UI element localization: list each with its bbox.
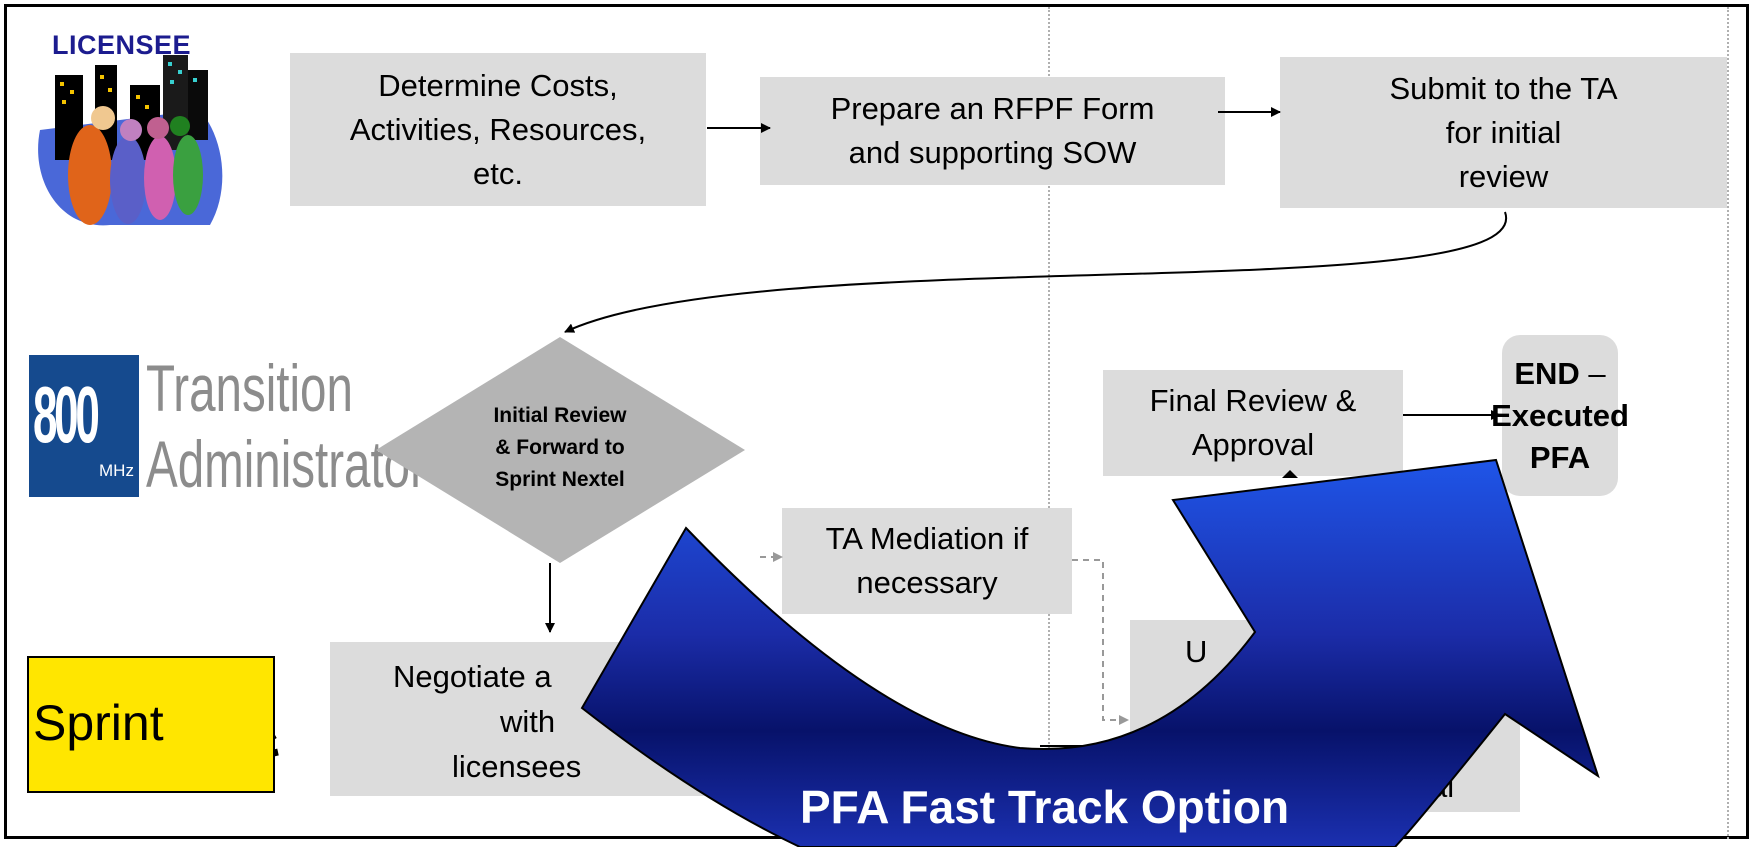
ta-badge-number: 800 — [33, 370, 100, 459]
step-final-review: Final Review & Approval — [1103, 370, 1403, 476]
ta-badge-unit: MHz — [99, 461, 134, 480]
end-executed-pfa: END – Executed PFA — [1491, 335, 1629, 496]
end-label: END — [1514, 355, 1580, 391]
step-prepare-rfpf: Prepare an RFPF Form and supporting SOW — [760, 77, 1225, 185]
step-determine-costs: Determine Costs, Activities, Resources, … — [290, 53, 706, 206]
negotiate-text-line3: licensees — [452, 749, 582, 784]
end-pfa: PFA — [1529, 439, 1591, 475]
lane-divider-1 — [1048, 7, 1050, 839]
negotiate-text-line1: Negotiate a — [393, 659, 552, 694]
ta-label-line1: Transition — [146, 351, 353, 425]
lane-divider-2 — [1727, 7, 1729, 839]
sprint-logo: Sprint — [27, 656, 275, 793]
step-submit-to-ta: Submit to the TA for initial review — [1280, 57, 1727, 208]
negotiate-text-line2: with — [500, 704, 556, 739]
transition-administrator-label: Transition Administrator — [146, 350, 426, 502]
sprint-wordmark: Sprint — [33, 695, 164, 751]
partial-step-text-top: U — [1185, 634, 1208, 669]
end-executed: Executed — [1491, 397, 1629, 433]
fast-track-label: PFA Fast Track Option — [800, 781, 1290, 833]
step-ta-mediation: TA Mediation if necessary — [782, 508, 1072, 614]
partial-step-text-bottom: al — [1430, 769, 1455, 804]
step-initial-review: Initial Review & Forward to Sprint Nexte… — [493, 404, 627, 491]
licensee-label: LICENSEE — [52, 30, 192, 60]
ta-800mhz-logo: 800 MHz — [29, 355, 139, 497]
ta-label-line2: Administrator — [146, 427, 426, 501]
end-dash: – — [1579, 355, 1606, 391]
